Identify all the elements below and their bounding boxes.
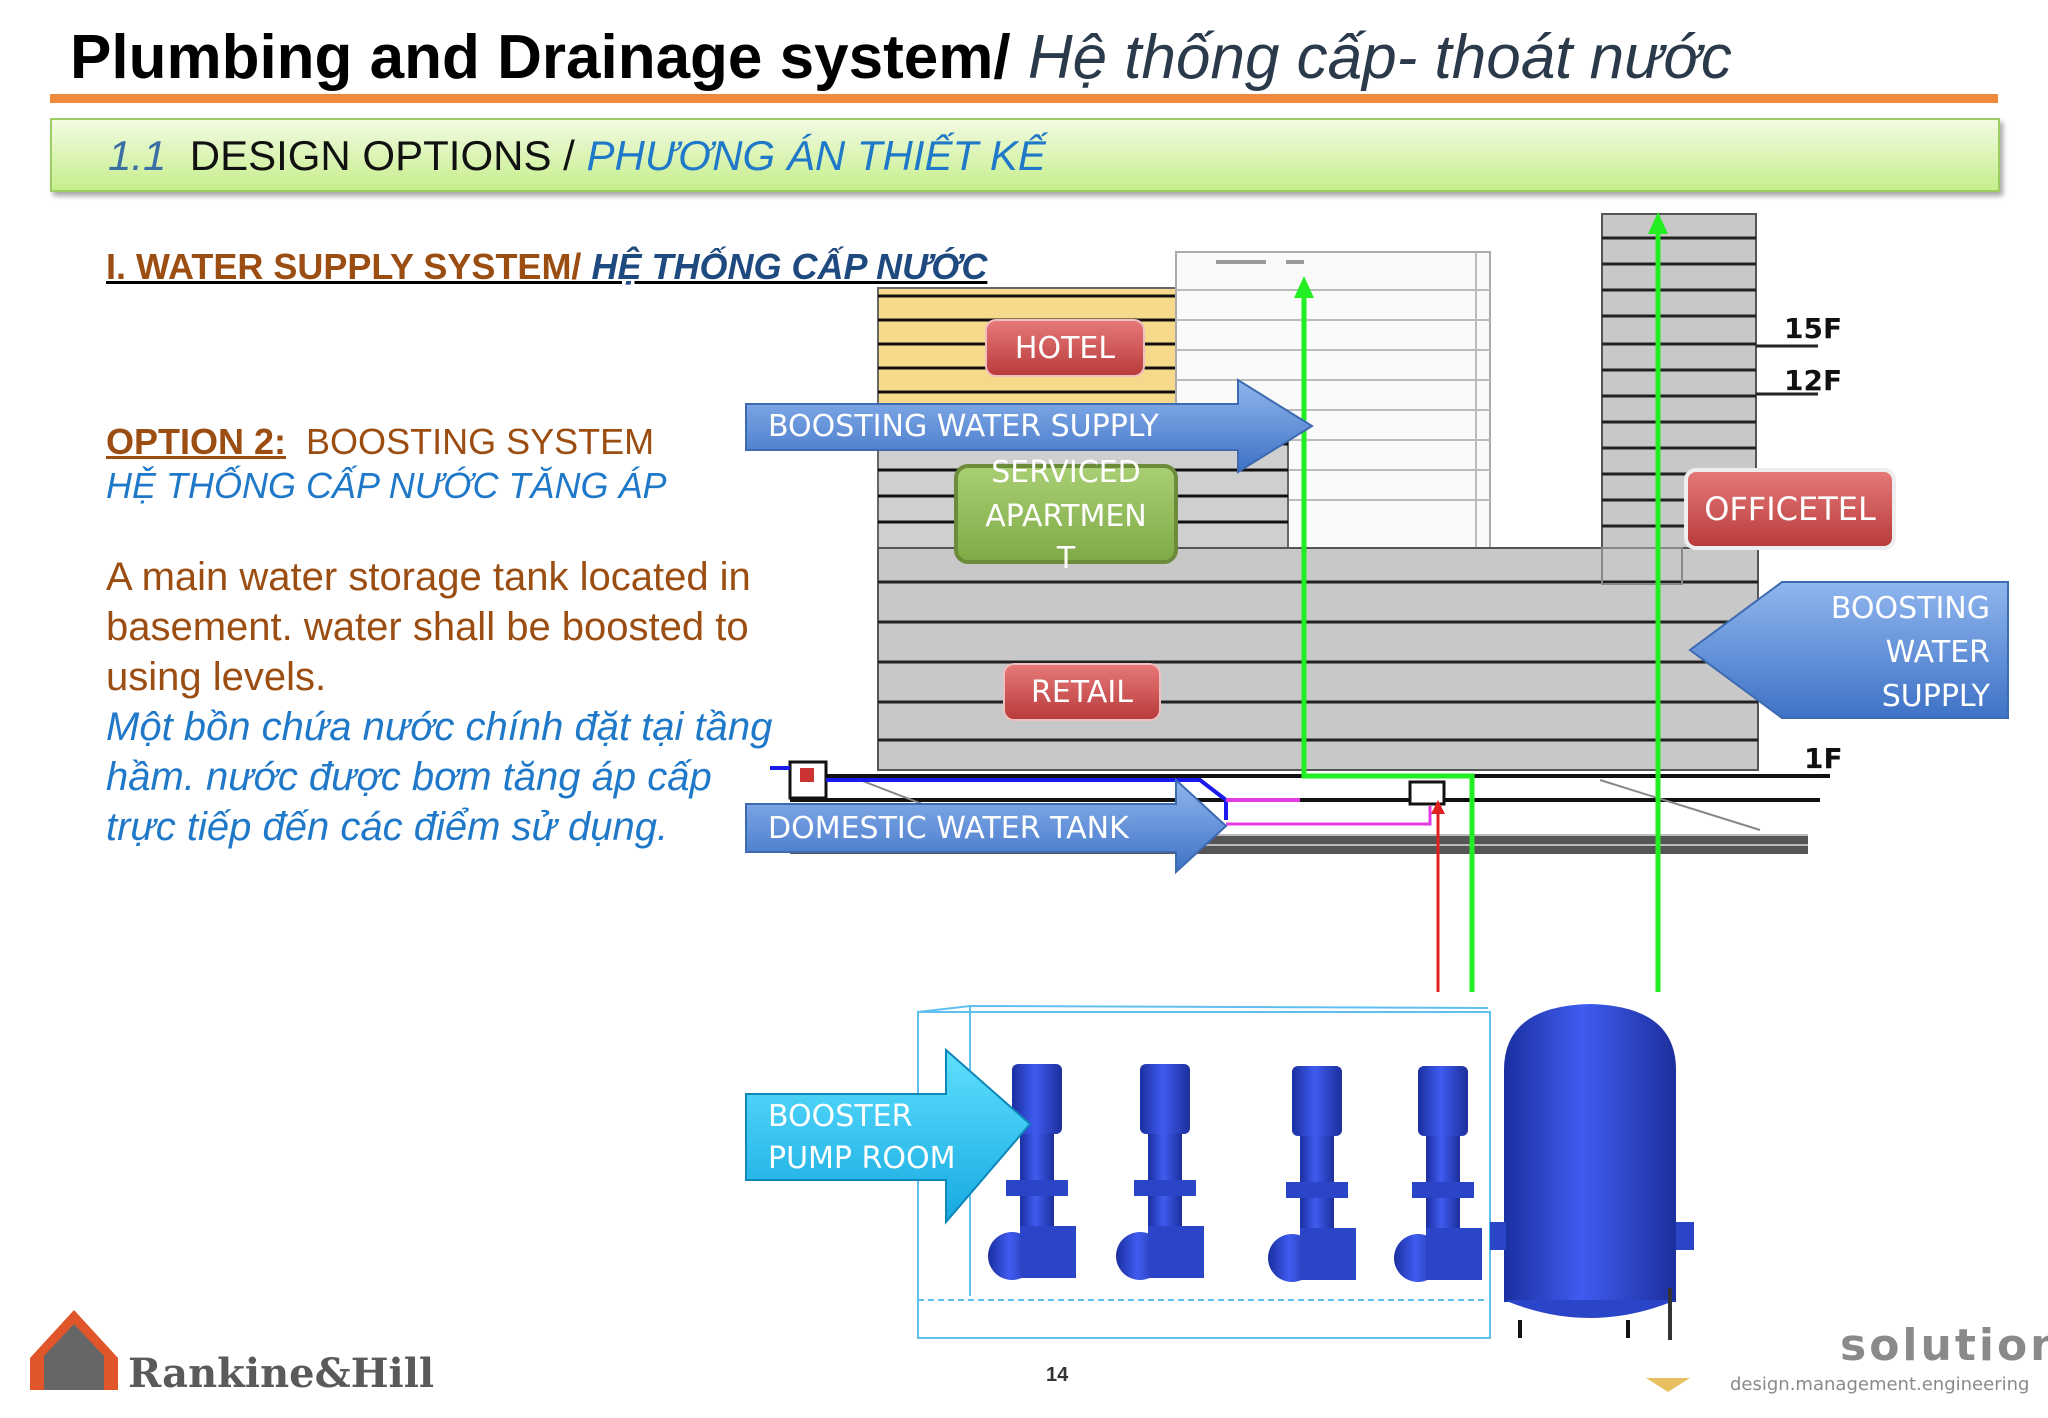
section-number: 1.1 [108,132,167,179]
footer-logo-text: Rankine&Hill [128,1350,435,1397]
booster-pump-3 [1268,1066,1356,1282]
option-title-vn: HỆ THỐNG CẤP NƯỚC TĂNG ÁP [106,465,667,506]
hotel-label: HOTEL [985,319,1145,377]
svg-text:HOTEL: HOTEL [1015,331,1115,366]
svg-text:SERVICED: SERVICED [991,455,1141,490]
floor-label-1f: 1F [1804,742,1843,775]
description-vn: Một bồn chứa nước chính đặt tại tầng hầm… [106,705,773,849]
booster-pump-1 [988,1064,1076,1280]
solution-logo-text: solution [1840,1320,2048,1371]
green-riser-pipes [1294,212,1668,992]
svg-text:T: T [1056,541,1076,576]
solution-tagline: design.management.engineering [1730,1374,2030,1395]
section-banner: 1.1 DESIGN OPTIONS / PHƯƠNG ÁN THIẾT KẾ [50,118,2000,192]
svg-text:BOOSTING: BOOSTING [1831,591,1990,626]
red-pipe [1431,800,1445,992]
description-block: A main water storage tank located in bas… [106,552,786,852]
page-title: Plumbing and Drainage system/ Hệ thống c… [70,22,1732,93]
domestic-water-tank-arrow: DOMESTIC WATER TANK [745,777,1228,875]
description-en: A main water storage tank located in bas… [106,555,751,699]
floor-label-12f: 12F [1784,364,1842,397]
section-title-vn: PHƯƠNG ÁN THIẾT KẾ [586,132,1046,179]
serviced-apartment-label: SERVICED APARTMEN T [954,455,1178,576]
svg-text:APARTMEN: APARTMEN [985,499,1146,534]
svg-text:OFFICETEL: OFFICETEL [1704,490,1876,528]
title-vn: Hệ thống cấp- thoát nước [1027,23,1732,92]
svg-text:RETAIL: RETAIL [1031,675,1133,710]
pump-room-enclosure [917,1004,1491,1339]
title-en: Plumbing and Drainage system/ [70,23,1011,92]
svg-text:WATER: WATER [1886,635,1990,670]
retail-podium [877,547,1759,771]
svg-text:DOMESTIC WATER TANK: DOMESTIC WATER TANK [768,811,1130,846]
pressure-tank [1490,1004,1694,1340]
svg-text:PUMP ROOM: PUMP ROOM [768,1141,956,1176]
option-title-en: BOOSTING SYSTEM [306,421,655,462]
retail-label: RETAIL [1003,663,1161,721]
svg-text:BOOSTER: BOOSTER [768,1099,912,1134]
boosting-supply-arrow-left: BOOSTING WATER SUPPLY [745,378,1314,474]
svg-text:SUPPLY: SUPPLY [1882,679,1991,714]
water-supply-heading: I. WATER SUPPLY SYSTEM/ HỆ THỐNG CẤP NƯỚ… [106,246,988,287]
booster-pump-2 [1116,1064,1204,1280]
officetel-label: OFFICETEL [1684,468,1896,550]
floor-label-15f: 15F [1784,312,1842,345]
booster-pump-room-arrow: BOOSTER PUMP ROOM [745,1047,1032,1225]
booster-pump-4 [1394,1066,1482,1282]
page-number: 14 [1046,1364,1069,1386]
svg-text:BOOSTING WATER SUPPLY: BOOSTING WATER SUPPLY [768,409,1160,444]
boosting-supply-arrow-right: BOOSTING WATER SUPPLY [1688,581,2009,719]
solution-logo-mark [1646,1378,1690,1392]
rankine-hill-logo-mark [30,1310,118,1390]
section-title-en: DESIGN OPTIONS / [189,132,575,179]
option-label: OPTION 2: [106,421,287,462]
option-block: OPTION 2: BOOSTING SYSTEM HỆ THỐNG CẤP N… [106,420,667,508]
title-divider [50,94,1998,103]
